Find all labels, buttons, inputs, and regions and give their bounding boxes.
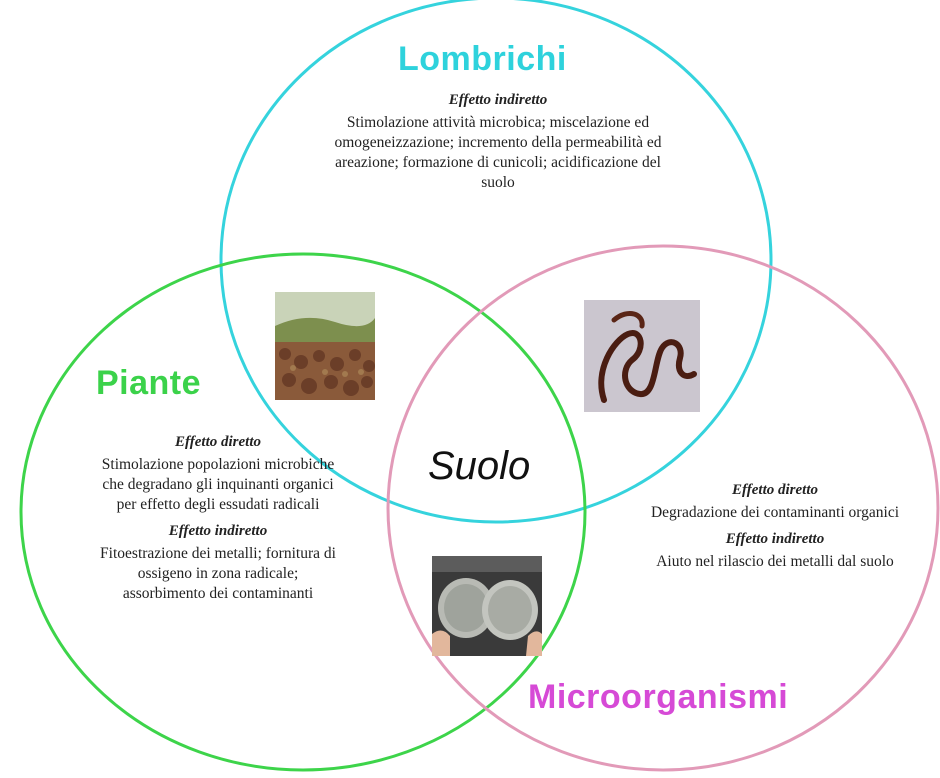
- center-label-suolo: Suolo: [428, 444, 531, 488]
- microorganismi-effect-direct-text: Degradazione dei contaminanti organici: [650, 504, 900, 521]
- circle-piante: [19, 252, 587, 772]
- title-piante: Piante: [96, 364, 202, 402]
- piante-effect-direct-text: Stimolazione popolazioni microbiche che …: [101, 456, 335, 513]
- title-microorganismi: Microorganismi: [528, 678, 789, 716]
- circle-lombrichi: [219, 0, 773, 524]
- microorganismi-effect-indirect-text: Aiuto nel rilascio dei metalli dal suolo: [656, 553, 894, 570]
- piante-text: Effetto diretto Stimolazione popolazioni…: [98, 432, 338, 610]
- earthworm-photo: [584, 300, 700, 412]
- plants-field-image: [275, 292, 375, 400]
- petri-dish-photo: [432, 556, 542, 656]
- piante-effect-indirect-text: Fitoestrazione dei metalli; fornitura di…: [100, 545, 336, 602]
- microorganismi-text: Effetto diretto Degradazione dei contami…: [630, 480, 920, 578]
- microorganismi-effect-indirect-head: Effetto indiretto: [725, 531, 825, 547]
- lombrichi-effect-indirect-text: Stimolazione attività microbica; miscela…: [334, 114, 662, 191]
- lombrichi-effect-indirect-head: Effetto indiretto: [448, 92, 548, 108]
- plants-field-photo: [275, 292, 375, 400]
- lombrichi-text: Effetto indiretto Stimolazione attività …: [330, 90, 666, 199]
- title-lombrichi: Lombrichi: [398, 40, 567, 78]
- piante-effect-direct-head: Effetto diretto: [175, 434, 261, 450]
- piante-effect-indirect-head: Effetto indiretto: [168, 523, 268, 539]
- earthworm-image: [584, 300, 700, 412]
- petri-dish-image: [432, 556, 542, 656]
- circle-microorganismi: [386, 244, 940, 772]
- microorganismi-effect-direct-head: Effetto diretto: [732, 482, 818, 498]
